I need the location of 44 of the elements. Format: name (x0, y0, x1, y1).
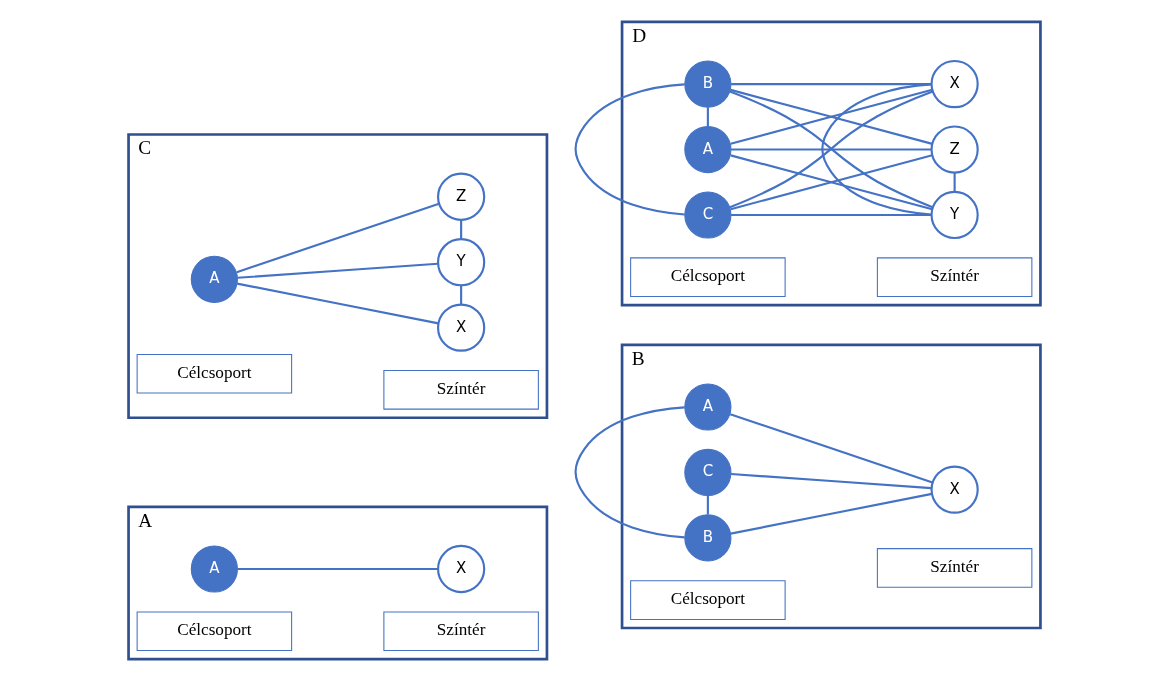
node-box: Színtér (876, 547, 1032, 588)
connector (729, 492, 932, 535)
connector (953, 172, 956, 191)
node-circle: X (930, 59, 979, 108)
node-circle: Z (930, 124, 979, 174)
connector (235, 202, 439, 273)
node-box: Színtér (876, 256, 1032, 297)
node-circle: A (683, 125, 731, 173)
node-circle: A (683, 382, 731, 431)
connector (574, 405, 685, 538)
connector (237, 567, 438, 570)
node-box: Színtér (382, 369, 539, 410)
node-circle: X (436, 544, 485, 593)
connector (459, 284, 462, 304)
connector (730, 472, 931, 489)
node-circle: X (930, 465, 979, 514)
node-circle: A (190, 255, 238, 303)
connector (706, 106, 709, 126)
connector (820, 82, 931, 216)
connector (729, 412, 933, 484)
node-circle: Y (436, 237, 485, 286)
connector (237, 262, 438, 279)
connector (729, 88, 932, 145)
connector (706, 495, 709, 514)
connector (729, 153, 932, 210)
node-circle: Y (930, 190, 979, 239)
connector (574, 82, 685, 216)
node-box: Célcsoport (136, 610, 292, 651)
node-circle: C (683, 448, 731, 496)
node-box: Célcsoport (136, 353, 292, 394)
node-circle: Z (436, 172, 485, 221)
node-box: Célcsoport (629, 579, 786, 620)
node-circle: B (683, 513, 731, 561)
node-box: Színtér (382, 610, 539, 651)
connector (730, 213, 931, 216)
connector (459, 219, 462, 239)
node-box: Célcsoport (629, 256, 786, 297)
node-circle: C (683, 190, 731, 239)
connector (730, 82, 931, 85)
node-circle: X (436, 303, 485, 352)
node-circle: B (683, 60, 731, 108)
connector (730, 147, 931, 151)
connector (236, 282, 439, 324)
node-circle: A (190, 544, 238, 593)
